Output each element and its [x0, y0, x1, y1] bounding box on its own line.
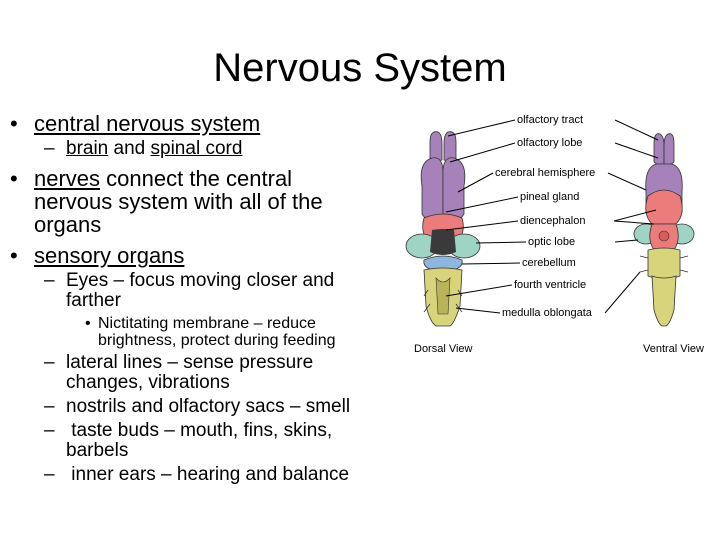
eyes-text-2: farther: [66, 290, 121, 311]
lateral-text-2: changes, vibrations: [66, 372, 230, 393]
brain-diagram: olfactory tract olfactory lobe cerebral …: [400, 100, 720, 370]
bullet-taste-buds: – taste buds – mouth, fins, skins, barbe…: [8, 421, 400, 461]
eyes-text-1: Eyes – focus moving closer and: [66, 270, 335, 291]
label-olfactory-lobe: olfactory lobe: [517, 137, 582, 149]
bullet-marker: •: [85, 315, 91, 332]
dorsal-olfactory-lobe-left: [429, 131, 443, 162]
bullet-eyes: – Eyes – focus moving closer and farther: [8, 271, 400, 311]
label-fourth-ventricle: fourth ventricle: [514, 279, 586, 291]
label-cerebellum: cerebellum: [522, 257, 576, 269]
and-text: and: [113, 138, 146, 159]
bullet-marker: •: [10, 166, 18, 191]
label-pineal-gland: pineal gland: [520, 191, 579, 203]
label-dorsal-view: Dorsal View: [414, 343, 473, 355]
bullet-marker: –: [44, 138, 55, 159]
label-ventral-view: Ventral View: [643, 343, 704, 355]
dorsal-brain: [405, 131, 481, 327]
nerves-text: nerves: [34, 166, 101, 191]
dorsal-fourth-ventricle: [435, 277, 451, 315]
cns-text: central nervous system: [34, 111, 261, 136]
bullet-marker: –: [44, 396, 55, 417]
brain-text: brain: [66, 138, 109, 159]
label-diencephalon: diencephalon: [520, 215, 585, 227]
bullet-inner-ears: – inner ears – hearing and balance: [8, 465, 400, 485]
lateral-text-1: lateral lines – sense pressure: [66, 352, 314, 373]
dorsal-nerve-roots: [423, 289, 463, 313]
bullet-marker: –: [44, 270, 55, 291]
nerves-rest-2: nervous system with all of the: [34, 189, 323, 214]
sensory-text: sensory organs: [34, 243, 185, 268]
bullet-cns: • central nervous system: [8, 112, 400, 135]
bullet-marker: –: [44, 420, 55, 441]
ventral-nerve-roots: [639, 255, 689, 273]
bullet-marker: •: [10, 111, 18, 136]
label-cerebral-hemisphere: cerebral hemisphere: [495, 167, 595, 179]
slide-title: Nervous System: [213, 46, 507, 90]
brain-diagram-svg: olfactory tract olfactory lobe cerebral …: [405, 114, 704, 355]
leader-lines: [445, 119, 659, 314]
ears-text: inner ears – hearing and balance: [66, 464, 350, 485]
bullet-nostrils: – nostrils and olfactory sacs – smell: [8, 397, 400, 417]
ventral-pituitary: [658, 230, 670, 242]
nictitating-text-1: Nictitating membrane – reduce: [98, 315, 316, 332]
bullet-lateral-lines: – lateral lines – sense pressure changes…: [8, 353, 400, 393]
bullet-sensory: • sensory organs: [8, 244, 400, 267]
bullet-list: • central nervous system – brain and spi…: [8, 112, 400, 485]
bullet-nictitating: • Nictitating membrane – reduce brightne…: [8, 315, 400, 349]
bullet-brain-spinal: – brain and spinal cord: [8, 139, 400, 159]
taste-text-1: taste buds – mouth, fins, skins,: [66, 420, 333, 441]
label-olfactory-tract: olfactory tract: [517, 114, 583, 126]
bullet-marker: •: [10, 243, 18, 268]
dorsal-olfactory-lobe-right: [443, 131, 457, 162]
ventral-medulla-upper: [647, 247, 681, 280]
bullet-marker: –: [44, 352, 55, 373]
bullet-nerves: • nerves connect the central nervous sys…: [8, 167, 400, 236]
dorsal-cerebellum: [423, 255, 463, 273]
bullet-marker: –: [44, 464, 55, 485]
spinal-cord-text: spinal cord: [150, 138, 243, 159]
ventral-brain: [633, 133, 695, 327]
nerves-rest-3: organs: [34, 212, 102, 237]
nictitating-text-2: brightness, protect during feeding: [98, 332, 336, 349]
ventral-olfactory-lobe-right: [663, 133, 675, 166]
ventral-diencephalon: [645, 189, 683, 225]
nerves-rest-1: connect the central: [106, 166, 293, 191]
dorsal-midbrain-dark: [430, 229, 456, 255]
taste-text-2: barbels: [66, 440, 129, 461]
label-medulla-oblongata: medulla oblongata: [502, 307, 593, 319]
nostrils-text: nostrils and olfactory sacs – smell: [66, 396, 351, 417]
label-optic-lobe: optic lobe: [528, 236, 575, 248]
ventral-medulla-lower: [651, 275, 677, 327]
